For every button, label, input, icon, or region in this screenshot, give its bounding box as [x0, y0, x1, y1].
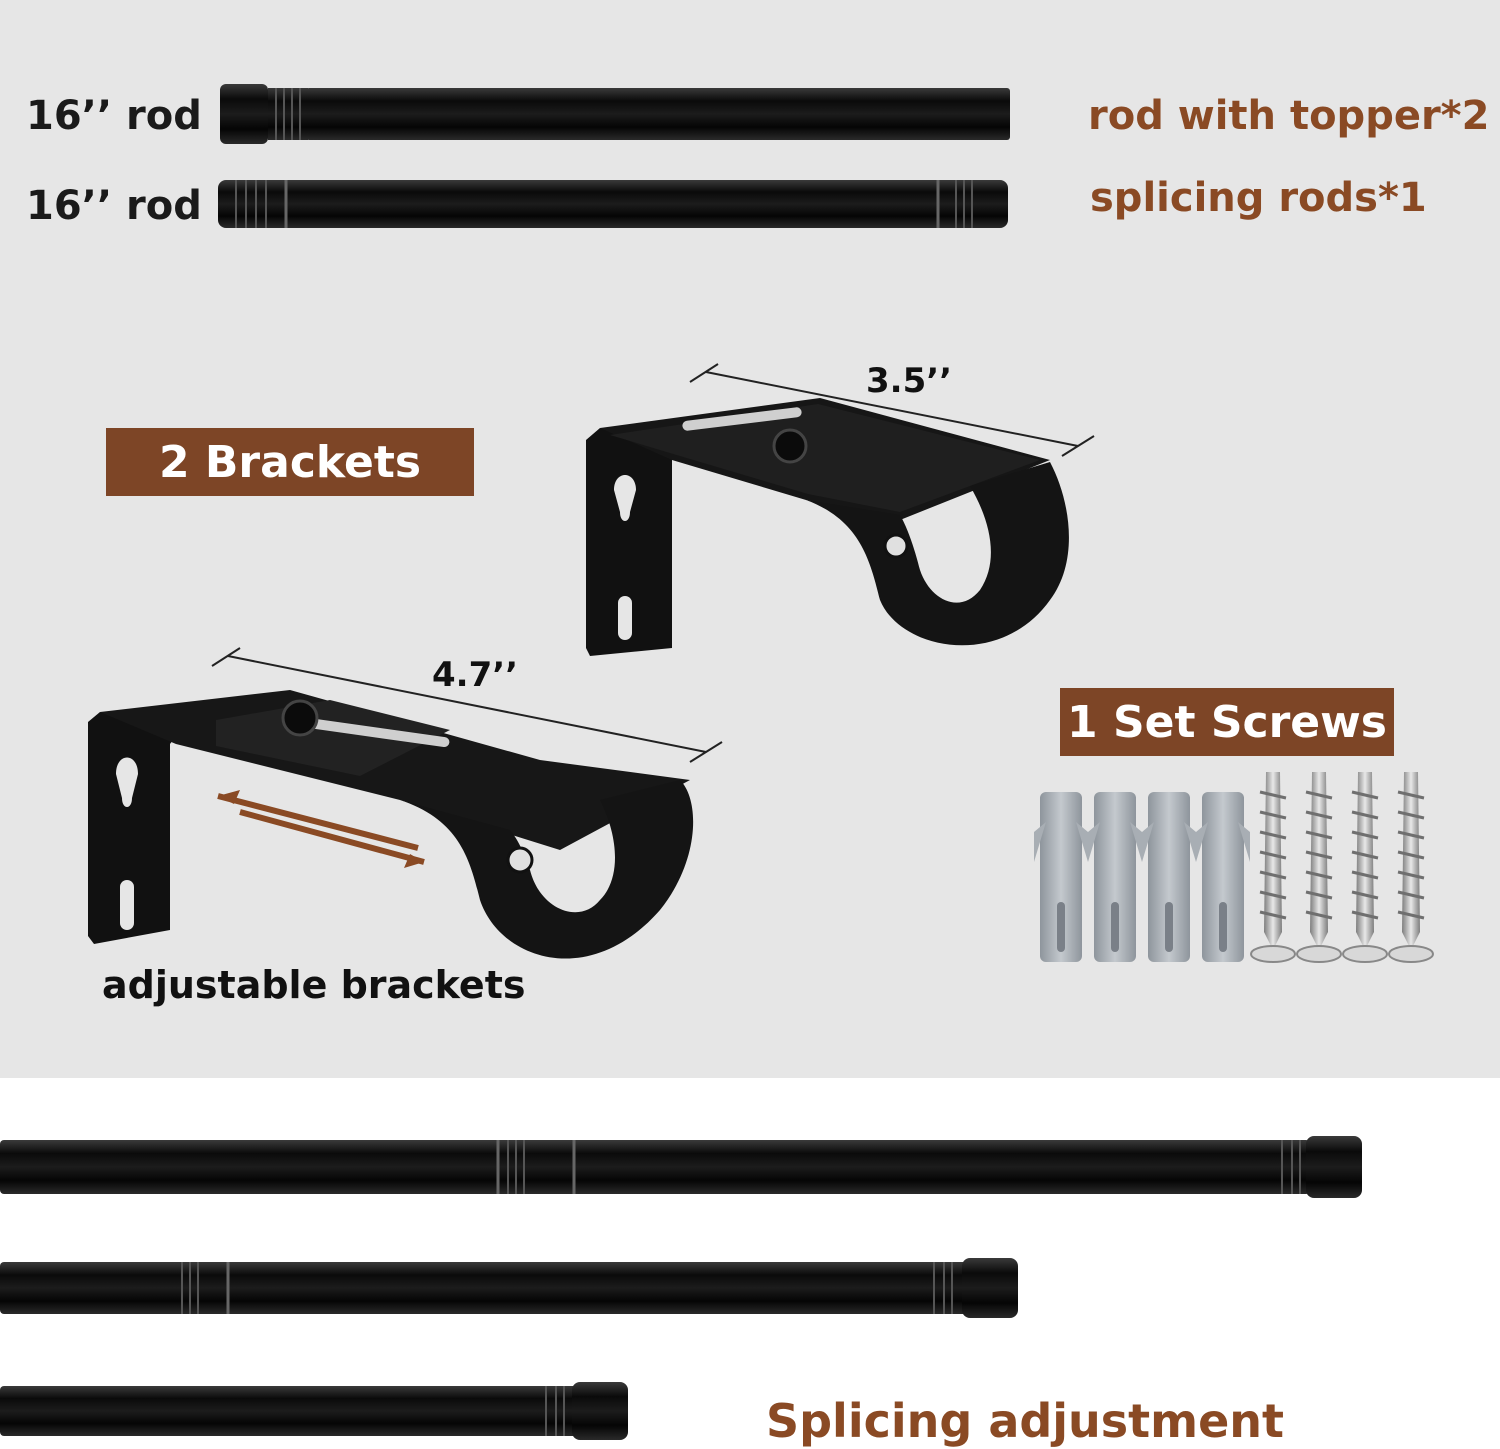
adjustable-brackets-label: adjustable brackets [102, 963, 526, 1007]
bracket-large [88, 690, 694, 959]
screws [1250, 772, 1434, 963]
splicing-rod [218, 180, 1008, 228]
assembled-rod-long [0, 1136, 1362, 1198]
dimension-line-large [211, 647, 723, 763]
rod-1-label: 16’’ rod [26, 93, 202, 139]
brackets-badge: 2 Brackets [106, 428, 474, 496]
rod-with-topper [220, 84, 1010, 144]
assembled-rod-short [0, 1382, 628, 1440]
splicing-adjustment-label: Splicing adjustment [766, 1394, 1285, 1448]
screws-badge: 1 Set Screws [1060, 688, 1394, 756]
rod-with-topper-label: rod with topper*2 [1088, 93, 1490, 139]
dimension-small-label: 3.5’’ [866, 361, 953, 401]
wall-plugs [1034, 792, 1250, 962]
assembled-rod-medium [0, 1258, 1018, 1318]
dimension-large-label: 4.7’’ [432, 655, 519, 695]
bracket-small [586, 398, 1069, 656]
splicing-rods-label: splicing rods*1 [1090, 175, 1427, 221]
rod-2-label: 16’’ rod [26, 183, 202, 229]
adjust-arrows-icon [217, 790, 425, 868]
product-panel [0, 0, 1500, 1078]
dimension-line-small [689, 363, 1095, 457]
